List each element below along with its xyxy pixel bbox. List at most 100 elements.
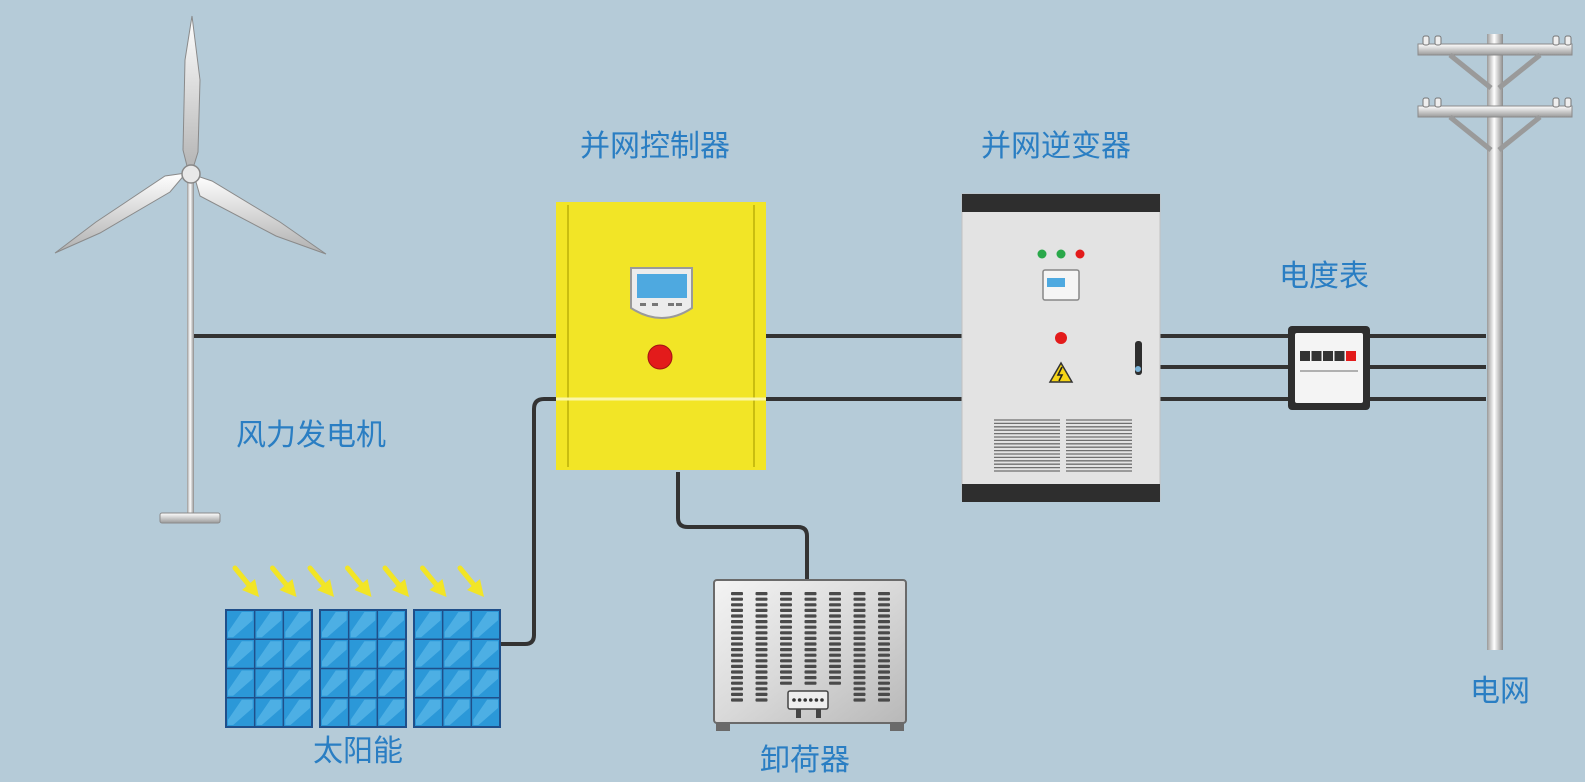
dumpload-slot xyxy=(804,681,817,685)
sun-arrow-head xyxy=(467,579,484,597)
insulator xyxy=(1422,35,1430,46)
label-dump-load: 卸荷器 xyxy=(760,743,850,778)
meter-digit xyxy=(1311,351,1322,361)
inverter-body xyxy=(961,193,1161,501)
dump-load-resistor-icon xyxy=(713,579,907,731)
dumpload-slot xyxy=(829,614,841,618)
dumpload-slot xyxy=(829,676,841,680)
dumpload-slot xyxy=(878,636,890,640)
solar-cell-shine xyxy=(228,670,253,696)
wire-solar-controller xyxy=(500,397,556,646)
dumpload-slot xyxy=(731,698,743,702)
dumpload-slot xyxy=(878,608,890,612)
dumpload-slot xyxy=(853,648,866,652)
dumpload-slot xyxy=(755,636,768,640)
dumpload-slot xyxy=(780,608,792,612)
dumpload-slot xyxy=(829,620,841,624)
dumpload-slot xyxy=(853,676,866,680)
dumpload-slot xyxy=(804,653,817,657)
dumpload-slot xyxy=(853,625,866,629)
dumpload-slot xyxy=(853,620,866,624)
meter-digits xyxy=(1300,351,1356,361)
dumpload-slot xyxy=(829,653,841,657)
dumpload-slot xyxy=(853,636,866,640)
dumpload-slot xyxy=(804,659,817,663)
insulator xyxy=(1552,35,1560,46)
dumpload-slot xyxy=(829,592,841,596)
dumpload-slot xyxy=(731,653,743,657)
dumpload-slot xyxy=(780,603,792,607)
dumpload-slot xyxy=(829,597,841,601)
dumpload-slot xyxy=(804,625,817,629)
terminal-dots xyxy=(792,698,824,702)
dumpload-slot xyxy=(755,664,768,668)
turbine-hub xyxy=(181,164,201,184)
inverter-cabinet-icon xyxy=(961,193,1161,502)
dumpload-slot xyxy=(731,648,743,652)
dumpload-slot xyxy=(780,653,792,657)
pole-braces xyxy=(1448,53,1542,152)
dumpload-slot xyxy=(755,597,768,601)
sun-arrow-head xyxy=(279,579,297,597)
dumpload-slot xyxy=(755,676,768,680)
dumpload-slot xyxy=(755,608,768,612)
dumpload-slot xyxy=(731,597,743,601)
controller-box-icon xyxy=(556,202,766,470)
dumpload-slot xyxy=(829,659,841,663)
meter-digit xyxy=(1300,351,1310,361)
dumpload-slot xyxy=(755,698,768,702)
solar-cell-shine xyxy=(256,670,282,696)
terminal-dot xyxy=(814,698,819,702)
dumpload-slot xyxy=(780,636,792,640)
solar-cell-shine xyxy=(256,641,282,667)
solar-cell-shine xyxy=(228,699,253,725)
dumpload-slot xyxy=(853,692,866,696)
dumpload-slot xyxy=(731,608,743,612)
solar-cell-shine xyxy=(379,612,404,638)
sun-arrow-head xyxy=(354,579,372,597)
terminal-dot xyxy=(809,698,813,702)
solar-cell-shine xyxy=(444,641,470,667)
dumpload-slot xyxy=(755,692,768,696)
dumpload-slot xyxy=(853,642,866,646)
dumpload-slot xyxy=(878,625,890,629)
terminal-dot xyxy=(797,698,802,702)
pole-crossarm-top xyxy=(1417,43,1573,56)
indicator-red xyxy=(1075,249,1085,259)
dumpload-slot xyxy=(731,636,743,640)
dumpload-slot xyxy=(829,608,841,612)
sun-arrow-head xyxy=(392,579,409,597)
dumpload-slot xyxy=(731,670,743,674)
insulator xyxy=(1434,35,1442,46)
dumpload-slot xyxy=(853,681,866,685)
wires xyxy=(192,334,1486,646)
dumpload-slot xyxy=(804,614,817,618)
dumpload-slot xyxy=(853,659,866,663)
dumpload-slot xyxy=(804,608,817,612)
dumpload-slot xyxy=(829,631,841,635)
dumpload-slot xyxy=(878,692,890,696)
dumpload-slot xyxy=(878,681,890,685)
turbine-blade-right xyxy=(193,174,327,255)
dumpload-slot xyxy=(780,664,792,668)
solar-cell-shine xyxy=(256,699,282,725)
solar-cell-shine xyxy=(228,612,253,638)
dumpload-slot xyxy=(804,664,817,668)
solar-cell-shine xyxy=(473,641,498,667)
inverter-door-lock xyxy=(1135,366,1141,372)
dumpload-slot xyxy=(804,603,817,607)
dumpload-slot xyxy=(804,648,817,652)
insulator xyxy=(1564,35,1572,46)
solar-cell-shine xyxy=(256,612,282,638)
turbine-tower xyxy=(187,175,194,515)
dumpload-slot xyxy=(853,603,866,607)
terminal-lead-right xyxy=(816,709,821,718)
meter-digit xyxy=(1334,351,1345,361)
dumpload-slot xyxy=(829,642,841,646)
dumpload-slot xyxy=(731,614,743,618)
controller-display-screen xyxy=(637,274,687,298)
dumpload-slot xyxy=(829,670,841,674)
dumpload-slot xyxy=(780,676,792,680)
solar-cell-shine xyxy=(416,699,441,725)
